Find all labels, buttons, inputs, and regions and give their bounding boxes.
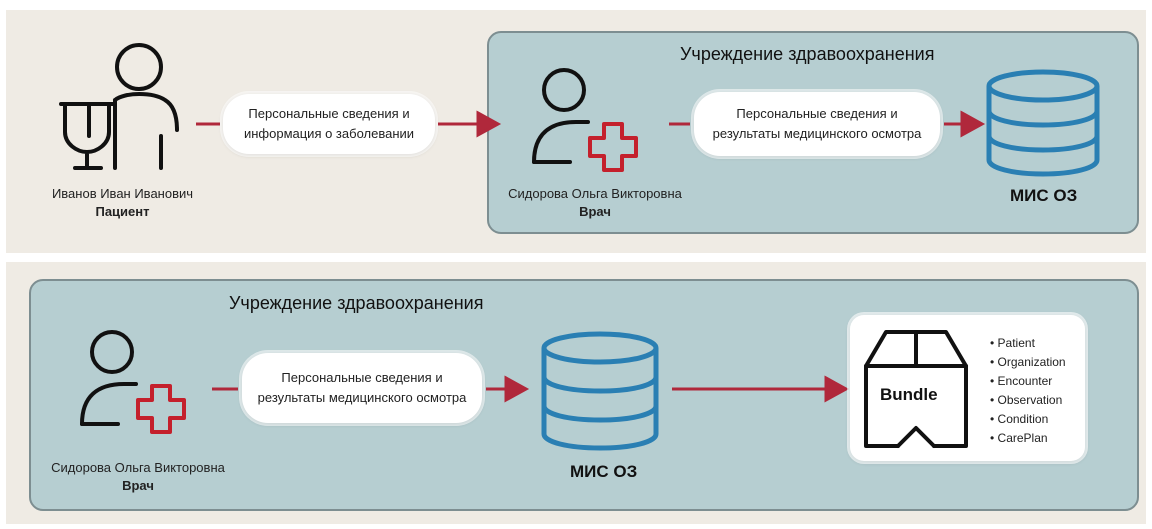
- org-title-top: Учреждение здравоохранения: [680, 44, 935, 64]
- doctor-name: Сидорова Ольга Викторовна: [51, 460, 225, 475]
- arrow-head: [960, 110, 986, 138]
- bundle-item: Patient: [990, 334, 1066, 353]
- mis-label-top: МИС ОЗ: [1010, 186, 1078, 205]
- database-icon: [986, 69, 1100, 177]
- patient-icon: [59, 43, 179, 170]
- doctor-label-top: Сидорова Ольга Викторовна Врач: [495, 186, 695, 219]
- message-pill-exam-results-bottom: Персональные сведения и результаты медиц…: [242, 353, 482, 423]
- patient-role: Пациент: [95, 204, 150, 219]
- message-line: информация о заболевании: [243, 126, 415, 141]
- bundle-item: CarePlan: [990, 429, 1066, 448]
- message-line: Персональные сведения и: [248, 106, 410, 121]
- bundle-label: Bundle: [880, 385, 938, 404]
- bundle-item: Organization: [990, 353, 1066, 372]
- message-line: результаты медицинского осмотра: [712, 126, 922, 141]
- message-pill-patient-data: Персональные сведения и информация о заб…: [223, 94, 435, 154]
- doctor-role: Врач: [122, 478, 154, 493]
- patient-label: Иванов Иван Иванович Пациент: [40, 186, 205, 219]
- database-icon: [541, 331, 659, 451]
- message-line: Персональные сведения и: [736, 106, 898, 121]
- mis-label-bottom: МИС ОЗ: [570, 462, 638, 481]
- arrow-head: [824, 375, 850, 403]
- bundle-item: Observation: [990, 391, 1066, 410]
- org-title-bottom: Учреждение здравоохранения: [229, 293, 484, 313]
- doctor-icon: [80, 330, 186, 434]
- doctor-icon: [532, 68, 638, 172]
- message-line: Персональные сведения и: [281, 370, 443, 385]
- medical-cross-icon: [588, 122, 638, 172]
- bundle-resource-list: Patient Organization Encounter Observati…: [990, 334, 1066, 448]
- message-line: результаты медицинского осмотра: [257, 390, 467, 405]
- message-pill-exam-results-top: Персональные сведения и результаты медиц…: [694, 92, 940, 156]
- arrow-head: [476, 110, 502, 138]
- arrow-head: [504, 375, 530, 403]
- doctor-role: Врач: [579, 204, 611, 219]
- medical-cross-icon: [136, 384, 186, 434]
- bundle-item: Encounter: [990, 372, 1066, 391]
- patient-name: Иванов Иван Иванович: [51, 186, 194, 201]
- doctor-label-bottom: Сидорова Ольга Викторовна Врач: [38, 460, 238, 493]
- box-icon: [864, 330, 968, 448]
- healthcare-institution-box-top: [487, 31, 1139, 234]
- doctor-name: Сидорова Ольга Викторовна: [508, 186, 682, 201]
- bundle-item: Condition: [990, 410, 1066, 429]
